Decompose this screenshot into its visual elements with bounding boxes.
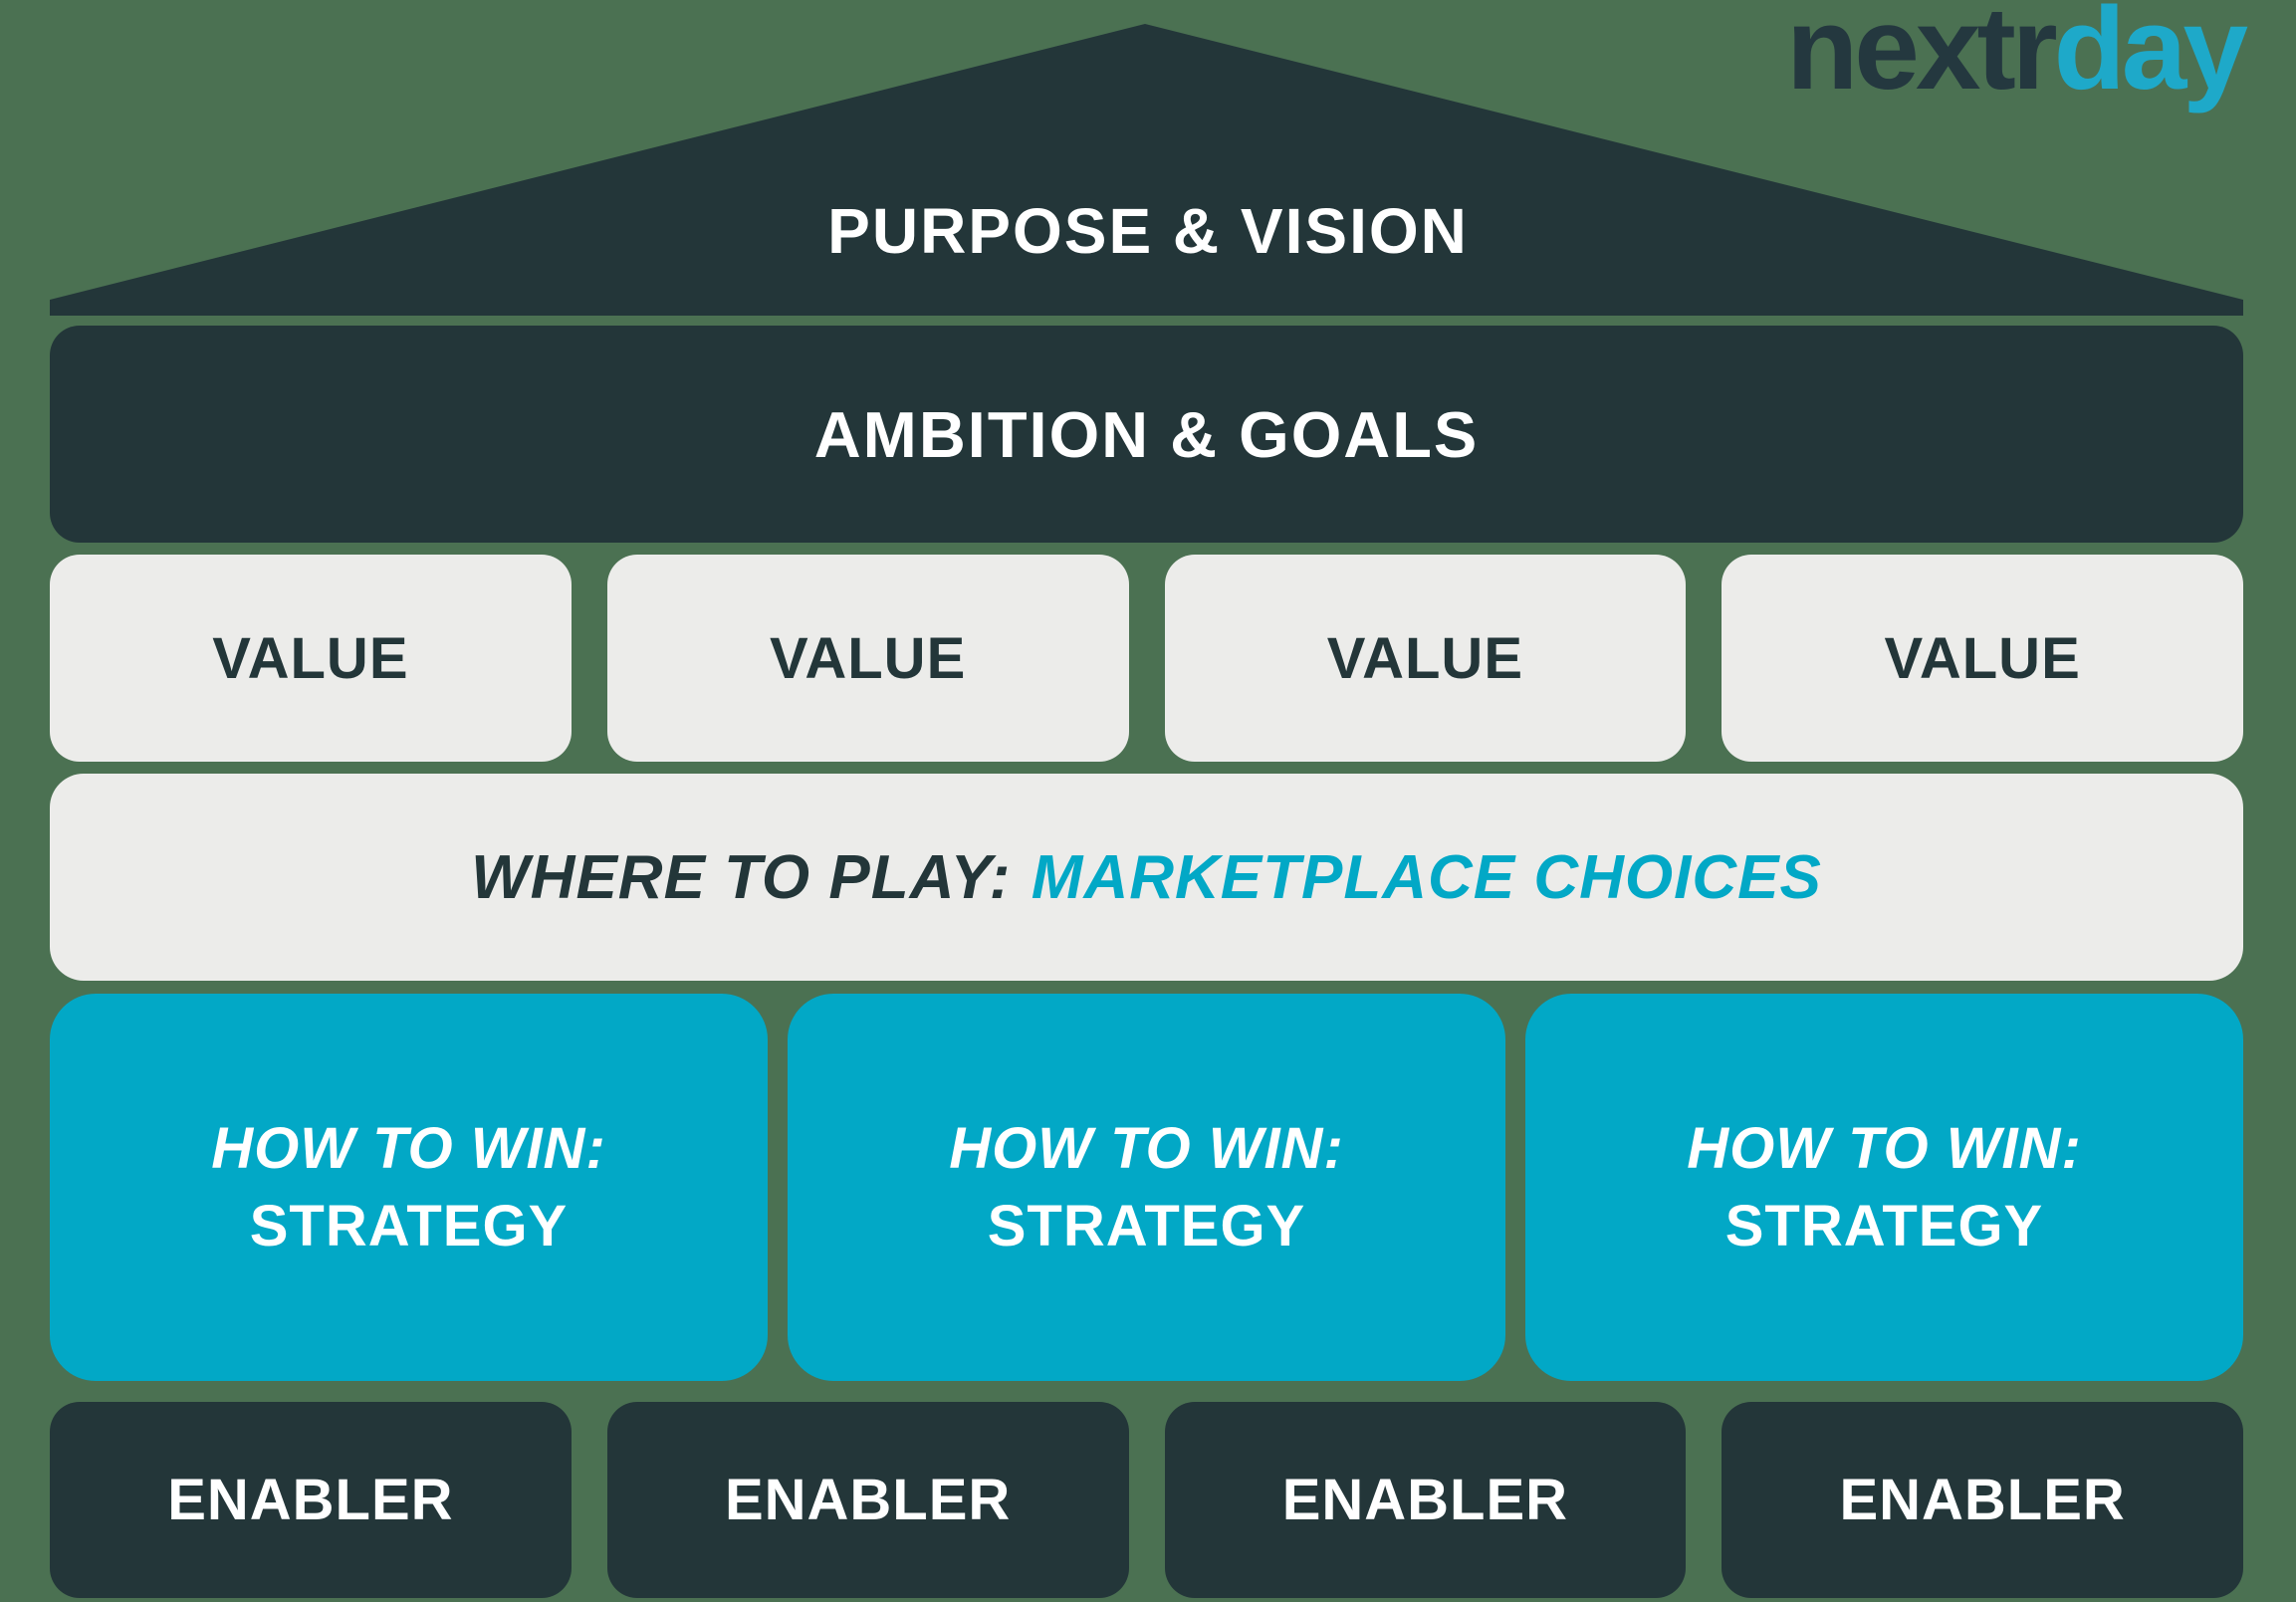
enabler-row: ENABLER ENABLER ENABLER ENABLER bbox=[50, 1402, 2243, 1598]
value-box: VALUE bbox=[50, 555, 572, 762]
logo-text-dark: nextr bbox=[1786, 0, 2058, 114]
strategy-label: STRATEGY bbox=[987, 1193, 1306, 1259]
value-label: VALUE bbox=[769, 625, 967, 691]
enabler-box: ENABLER bbox=[606, 1402, 1129, 1598]
how-to-win-box: HOW TO WIN: STRATEGY bbox=[1525, 994, 2243, 1381]
strategy-label: STRATEGY bbox=[249, 1193, 569, 1259]
how-to-win-box: HOW TO WIN: STRATEGY bbox=[50, 994, 768, 1381]
value-label: VALUE bbox=[1884, 625, 2081, 691]
how-to-win-label: HOW TO WIN: bbox=[211, 1115, 606, 1181]
strategy-label: STRATEGY bbox=[1724, 1193, 2044, 1259]
enabler-box: ENABLER bbox=[1722, 1402, 2243, 1598]
value-label: VALUE bbox=[212, 625, 409, 691]
how-to-win-row: HOW TO WIN: STRATEGY HOW TO WIN: STRATEG… bbox=[50, 994, 2243, 1381]
ambition-goals-box: AMBITION & GOALS bbox=[50, 326, 2243, 543]
how-to-win-label: HOW TO WIN: bbox=[949, 1115, 1344, 1181]
ambition-goals-label: AMBITION & GOALS bbox=[813, 397, 1480, 471]
value-box: VALUE bbox=[1164, 555, 1687, 762]
value-label: VALUE bbox=[1326, 625, 1524, 691]
purpose-vision-label: PURPOSE & VISION bbox=[827, 195, 1469, 267]
value-row: VALUE VALUE VALUE VALUE bbox=[50, 555, 2243, 762]
roof-triangle bbox=[50, 24, 2243, 316]
enabler-box: ENABLER bbox=[1164, 1402, 1687, 1598]
marketplace-choices-label: MARKETPLACE CHOICES bbox=[1031, 842, 1822, 912]
enabler-label: ENABLER bbox=[1839, 1468, 2126, 1532]
where-to-play-box: WHERE TO PLAY: MARKETPLACE CHOICES bbox=[50, 774, 2243, 981]
where-to-play-label: WHERE TO PLAY: bbox=[471, 842, 1012, 912]
how-to-win-box: HOW TO WIN: STRATEGY bbox=[788, 994, 1505, 1381]
enabler-label: ENABLER bbox=[167, 1468, 454, 1532]
value-box: VALUE bbox=[606, 555, 1129, 762]
enabler-label: ENABLER bbox=[724, 1468, 1012, 1532]
enabler-label: ENABLER bbox=[1281, 1468, 1569, 1532]
brand-logo: nextrday bbox=[1786, 0, 2248, 108]
how-to-win-label: HOW TO WIN: bbox=[1687, 1115, 2082, 1181]
value-box: VALUE bbox=[1722, 555, 2243, 762]
logo-text-teal: day bbox=[2053, 0, 2248, 114]
enabler-box: ENABLER bbox=[50, 1402, 572, 1598]
